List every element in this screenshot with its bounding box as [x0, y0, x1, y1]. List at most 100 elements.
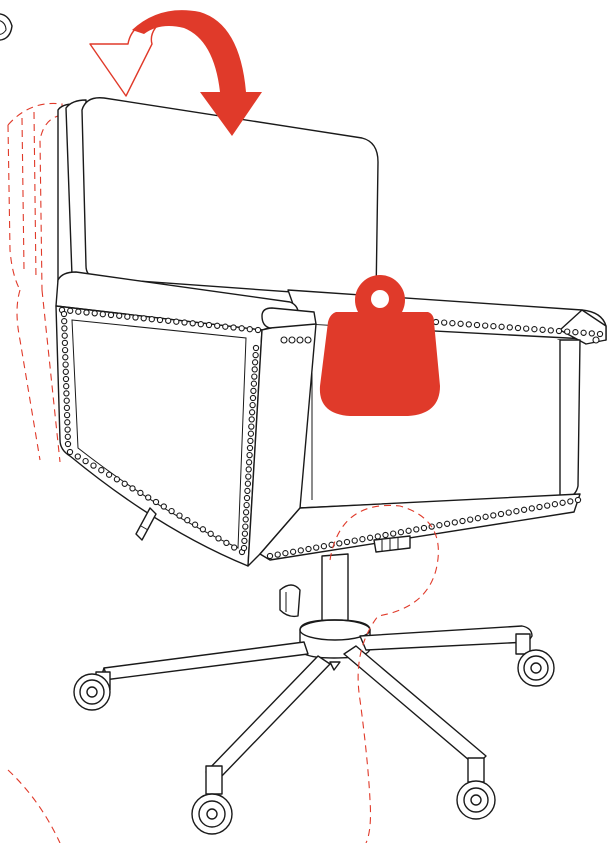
nailhead	[216, 536, 221, 541]
nailhead	[514, 509, 519, 514]
nailhead	[251, 381, 256, 386]
backrest	[58, 98, 378, 298]
nailhead	[252, 374, 257, 379]
nailhead	[506, 510, 511, 515]
nailhead	[108, 312, 113, 317]
nailhead	[125, 314, 130, 319]
nailhead	[64, 405, 69, 410]
nailhead	[161, 504, 166, 509]
nailhead	[63, 362, 68, 367]
nailhead	[460, 518, 465, 523]
nailhead	[498, 511, 503, 516]
nailhead	[483, 323, 488, 328]
nailhead	[305, 337, 311, 343]
nailhead	[244, 495, 249, 500]
nailhead	[185, 518, 190, 523]
nailhead	[75, 454, 80, 459]
nailhead	[593, 337, 599, 343]
nailhead	[491, 324, 496, 329]
nailhead	[63, 355, 68, 360]
nailhead	[84, 310, 89, 315]
nailhead	[545, 503, 550, 508]
nailhead	[406, 528, 411, 533]
nailhead	[291, 549, 296, 554]
caster-front-right	[457, 758, 495, 819]
nailhead	[208, 531, 213, 536]
nailhead	[243, 517, 248, 522]
nailhead	[548, 328, 553, 333]
nailhead	[250, 395, 255, 400]
nailhead	[245, 488, 250, 493]
nailhead	[223, 324, 228, 329]
nailhead	[65, 441, 70, 446]
nailhead	[507, 325, 512, 330]
nailhead	[63, 348, 68, 353]
nailhead	[146, 495, 151, 500]
nailhead	[247, 445, 252, 450]
nailhead	[337, 541, 342, 546]
nailhead	[215, 323, 220, 328]
nailhead	[458, 321, 463, 326]
nailhead	[62, 340, 67, 345]
nailhead	[157, 317, 162, 322]
nailhead	[499, 324, 504, 329]
nailhead	[248, 438, 253, 443]
nailhead	[306, 546, 311, 551]
nailhead	[117, 313, 122, 318]
nailhead	[138, 490, 143, 495]
nailhead	[251, 388, 256, 393]
nailhead	[314, 545, 319, 550]
nailhead	[581, 330, 586, 335]
nailhead	[249, 424, 254, 429]
nailhead	[122, 481, 127, 486]
nailhead	[83, 459, 88, 464]
nailhead	[352, 538, 357, 543]
nailhead	[100, 312, 105, 317]
nailhead	[537, 504, 542, 509]
nailhead	[245, 481, 250, 486]
nailhead	[67, 449, 72, 454]
nailhead	[445, 521, 450, 526]
nailhead	[275, 552, 280, 557]
nailhead	[166, 318, 171, 323]
nailhead	[421, 525, 426, 530]
nailhead	[130, 486, 135, 491]
nailhead	[62, 319, 67, 324]
nailhead	[247, 460, 252, 465]
nailhead	[575, 497, 580, 502]
nailhead	[242, 531, 247, 536]
nailhead	[141, 316, 146, 321]
nailhead	[375, 534, 380, 539]
nailhead	[182, 320, 187, 325]
nailhead	[344, 539, 349, 544]
tilt-arrow-ghost-icon	[90, 16, 168, 96]
nailhead	[244, 503, 249, 508]
nailhead	[64, 391, 69, 396]
nailhead	[239, 326, 244, 331]
nailhead	[491, 513, 496, 518]
nailhead	[597, 331, 602, 336]
nailhead	[368, 535, 373, 540]
nailhead	[450, 321, 455, 326]
nailhead	[153, 499, 158, 504]
nailhead	[281, 337, 287, 343]
nailhead	[540, 327, 545, 332]
nailhead	[198, 322, 203, 327]
nailhead	[206, 322, 211, 327]
nailhead	[252, 367, 257, 372]
nailhead	[474, 322, 479, 327]
nailhead	[224, 540, 229, 545]
nailhead	[232, 545, 237, 550]
nailhead	[242, 538, 247, 543]
nailhead	[99, 468, 104, 473]
nailhead	[568, 499, 573, 504]
nailhead	[522, 507, 527, 512]
nailhead	[200, 527, 205, 532]
nailhead	[383, 532, 388, 537]
nailhead	[298, 548, 303, 553]
nailhead	[452, 520, 457, 525]
nailhead	[414, 527, 419, 532]
nailhead	[267, 553, 272, 558]
nailhead	[62, 333, 67, 338]
